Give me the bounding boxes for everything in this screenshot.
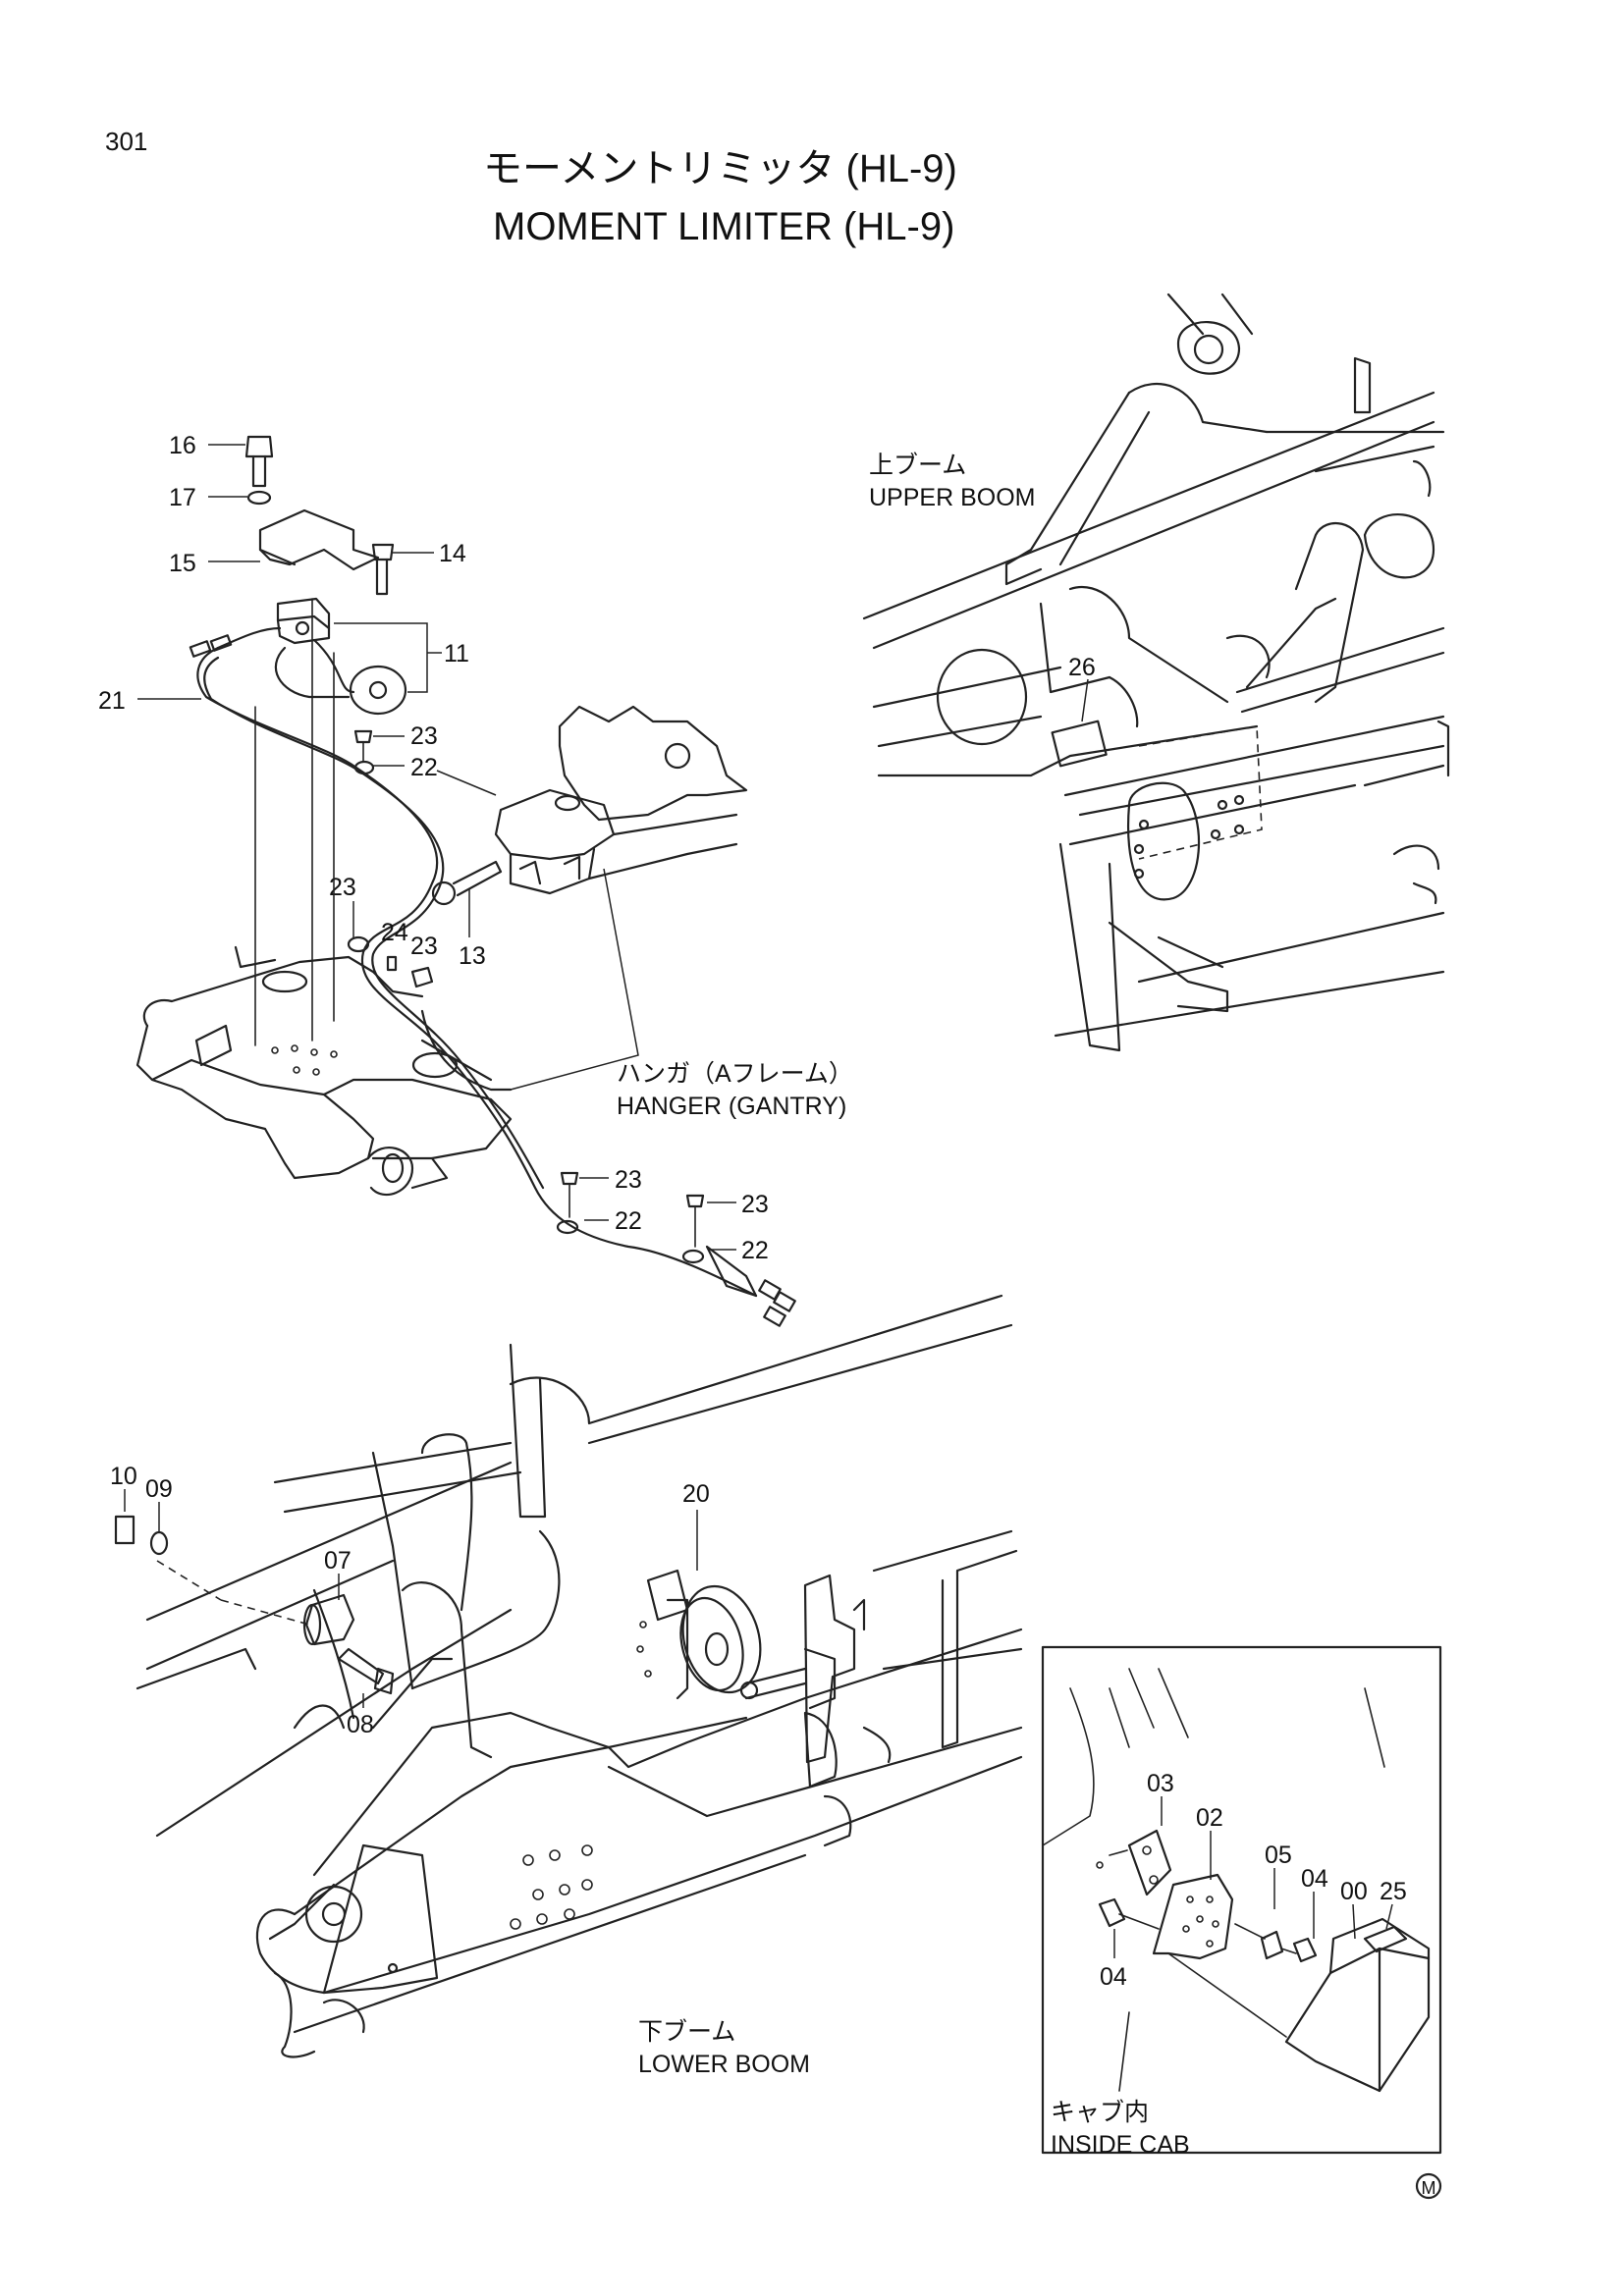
inside-cab-label-en: INSIDE CAB bbox=[1051, 2131, 1190, 2159]
page-number: 301 bbox=[105, 127, 147, 156]
bolt-icon bbox=[685, 1194, 705, 1208]
callout-17: 17 bbox=[169, 484, 196, 511]
upper-boom-label-jp: 上ブーム bbox=[869, 452, 966, 479]
footer-mark-letter: M bbox=[1422, 2178, 1436, 2198]
callout-14: 14 bbox=[439, 540, 466, 567]
callout-23c: 23 bbox=[410, 933, 438, 960]
bolt-icon bbox=[371, 543, 395, 596]
callout-03: 03 bbox=[1147, 1770, 1174, 1797]
callout-09: 09 bbox=[145, 1475, 173, 1503]
circle-m-icon bbox=[1415, 2172, 1442, 2200]
callout-23d: 23 bbox=[615, 1166, 642, 1194]
hanger-label-en: HANGER (GANTRY) bbox=[617, 1093, 846, 1120]
callout-22b: 22 bbox=[615, 1207, 642, 1235]
footer-mark: M bbox=[1415, 2172, 1442, 2200]
bolt-icon bbox=[337, 1647, 395, 1695]
cable-icon bbox=[189, 626, 796, 1327]
inside-cab-label-jp: キャブ内 bbox=[1051, 2099, 1149, 2126]
callout-15: 15 bbox=[169, 550, 196, 577]
washer-icon bbox=[246, 490, 272, 506]
callout-23e: 23 bbox=[741, 1191, 769, 1218]
callout-02: 02 bbox=[1196, 1804, 1223, 1832]
callout-04b: 04 bbox=[1100, 1963, 1127, 1991]
bracket-icon bbox=[302, 1593, 355, 1646]
reel-icon bbox=[636, 1569, 762, 1700]
washer-icon bbox=[149, 1530, 169, 1556]
upper-boom-label-en: UPPER BOOM bbox=[869, 484, 1035, 511]
bolt-icon bbox=[353, 729, 373, 744]
callout-10: 10 bbox=[110, 1463, 137, 1490]
bracket-icon bbox=[1127, 1829, 1172, 1896]
callout-16: 16 bbox=[169, 432, 196, 459]
inside-cab-inset: 03 02 04 05 04 00 25 bbox=[1041, 1645, 1442, 2159]
callout-08: 08 bbox=[347, 1711, 374, 1738]
bolt-icon bbox=[244, 435, 274, 488]
lower-boom-view: 10 09 bbox=[110, 1294, 1023, 2078]
bolt-icon bbox=[1098, 1897, 1126, 1928]
washer-icon bbox=[1260, 1930, 1284, 1960]
callout-25: 25 bbox=[1380, 1878, 1407, 1905]
sensor-icon bbox=[274, 597, 407, 716]
callout-22a: 22 bbox=[410, 754, 438, 781]
callout-21: 21 bbox=[98, 687, 126, 715]
bracket-icon bbox=[1152, 1873, 1234, 1960]
hanger-label-jp: ハンガ（Aフレーム） bbox=[617, 1060, 853, 1088]
hanger-plate bbox=[494, 705, 748, 895]
callout-22c: 22 bbox=[741, 1237, 769, 1264]
display-unit-icon bbox=[1284, 1917, 1431, 2093]
title-english: MOMENT LIMITER (HL-9) bbox=[493, 205, 954, 248]
callout-00: 00 bbox=[1340, 1878, 1368, 1905]
washer-icon bbox=[353, 760, 375, 775]
callout-04a: 04 bbox=[1301, 1865, 1328, 1893]
decal-icon bbox=[1051, 720, 1108, 768]
callout-26: 26 bbox=[1068, 654, 1096, 681]
washer-icon bbox=[556, 1219, 579, 1235]
callout-11: 11 bbox=[444, 640, 469, 667]
bolt-icon bbox=[431, 860, 503, 906]
bolt-icon bbox=[410, 966, 434, 988]
nut-icon bbox=[114, 1515, 135, 1545]
upper-boom-view: 26 上ブーム UPPER BOOM bbox=[862, 293, 1450, 1052]
callout-05: 05 bbox=[1265, 1842, 1292, 1869]
header: 301 モーメントリミッタ (HL-9) MOMENT LIMITER (HL-… bbox=[105, 127, 957, 248]
nut-icon bbox=[386, 955, 398, 972]
washer-icon bbox=[347, 935, 370, 953]
title-japanese: モーメントリミッタ (HL-9) bbox=[483, 147, 957, 190]
hanger-assembly-view: 16 17 15 14 11 bbox=[98, 432, 853, 1327]
callout-23b: 23 bbox=[329, 874, 356, 901]
base-frame bbox=[135, 598, 513, 1197]
bracket-icon bbox=[258, 508, 380, 571]
lower-boom-label-en: LOWER BOOM bbox=[638, 2051, 810, 2078]
callout-24: 24 bbox=[381, 919, 408, 946]
callout-13: 13 bbox=[459, 942, 486, 970]
lower-boom-label-jp: 下ブーム bbox=[638, 2018, 735, 2046]
bolt-icon bbox=[1292, 1937, 1318, 1963]
callout-23a: 23 bbox=[410, 722, 438, 750]
callout-07: 07 bbox=[324, 1547, 352, 1575]
washer-icon bbox=[681, 1249, 705, 1264]
inset-frame bbox=[1041, 1645, 1442, 2155]
callout-20: 20 bbox=[682, 1480, 710, 1508]
bolt-icon bbox=[560, 1171, 579, 1186]
